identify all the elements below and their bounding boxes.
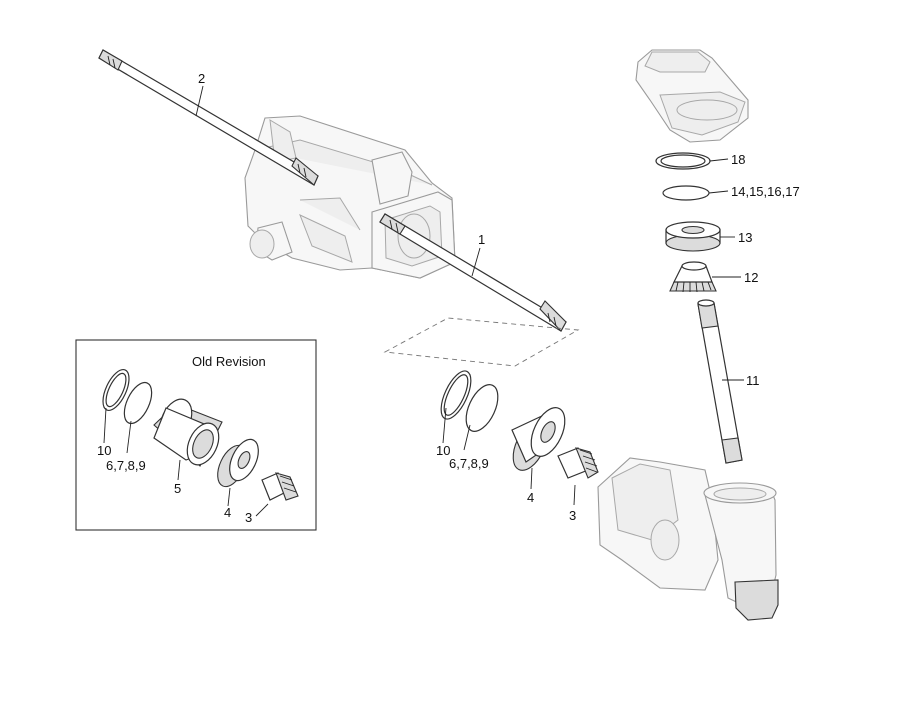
pinion-shaft-11: [697, 299, 743, 464]
old-callout-5: 5: [174, 481, 181, 496]
leader-lines: [103, 85, 744, 517]
shim-ring-6-9: [465, 384, 499, 432]
old-bushing-5: [153, 398, 223, 467]
old-revision-title: Old Revision: [192, 354, 266, 369]
snap-ring-18: [655, 152, 711, 170]
callout-4: 4: [527, 490, 534, 505]
top-cover: [635, 49, 749, 143]
callout-14-15-16-17: 14,15,16,17: [731, 184, 800, 199]
old-bevel-gear-3: [261, 472, 299, 501]
old-shim-ring-6-9: [123, 381, 153, 425]
bearing-13: [665, 221, 721, 252]
gearbox-housing-lower: [597, 457, 779, 621]
old-callout-3: 3: [245, 510, 252, 525]
bevel-gear-12: [669, 261, 717, 293]
callout-2: 2: [198, 71, 205, 86]
old-callout-4: 4: [224, 505, 231, 520]
shim-ring-14-17: [662, 185, 710, 201]
callout-18: 18: [731, 152, 745, 167]
bevel-gear-3: [557, 447, 599, 479]
old-snap-ring-10: [102, 369, 130, 411]
callout-12: 12: [744, 270, 758, 285]
callout-10: 10: [436, 443, 450, 458]
gearbox-housing-upper: [244, 115, 456, 279]
callout-3: 3: [569, 508, 576, 523]
assembly-plane-dashed: [383, 317, 580, 367]
shaft-2: [98, 49, 319, 186]
old-callout-10: 10: [97, 443, 111, 458]
callout-1: 1: [478, 232, 485, 247]
callout-11: 11: [746, 373, 760, 388]
snap-ring-10: [440, 370, 472, 420]
old-bearing-4: [217, 438, 259, 488]
callout-6-7-8-9: 6,7,8,9: [449, 456, 489, 471]
bearing-4: [511, 407, 566, 471]
old-callout-6-7-8-9: 6,7,8,9: [106, 458, 146, 473]
callout-13: 13: [738, 230, 752, 245]
